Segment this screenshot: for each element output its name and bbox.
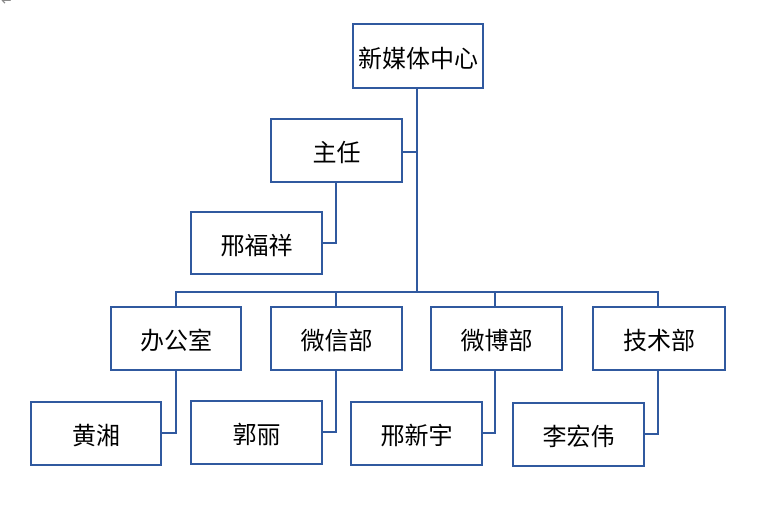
connector-trunk-vertical[interactable] [416, 89, 418, 293]
connector-drop-weibo[interactable] [494, 291, 496, 306]
connector-staff-weibo-horizontal[interactable] [483, 432, 496, 434]
connector-staff-office-horizontal[interactable] [162, 432, 176, 434]
org-node-dept-wechat[interactable]: 微信部 [270, 306, 403, 371]
connector-staff-tech-vertical[interactable] [657, 371, 659, 435]
connector-main-horizontal[interactable] [175, 291, 659, 293]
connector-director-staff-vertical[interactable] [335, 183, 337, 244]
org-node-dept-office[interactable]: 办公室 [110, 306, 242, 371]
org-node-staff-weibo[interactable]: 邢新宇 [350, 401, 483, 466]
connector-drop-tech[interactable] [657, 291, 659, 306]
org-node-root[interactable]: 新媒体中心 [352, 23, 484, 89]
connector-director-horizontal[interactable] [403, 151, 416, 153]
connector-staff-wechat-horizontal[interactable] [323, 431, 337, 433]
org-node-staff-office[interactable]: 黄湘 [30, 401, 162, 466]
org-node-director[interactable]: 主任 [270, 118, 403, 183]
org-node-dept-tech[interactable]: 技术部 [592, 306, 726, 371]
connector-drop-wechat[interactable] [335, 291, 337, 306]
connector-staff-weibo-vertical[interactable] [494, 371, 496, 434]
org-node-dept-weibo[interactable]: 微博部 [430, 306, 563, 371]
connector-staff-tech-horizontal[interactable] [645, 433, 658, 435]
connector-director-staff-horizontal[interactable] [323, 242, 337, 244]
paragraph-mark: ↵ [1, 0, 14, 9]
connector-staff-office-vertical[interactable] [175, 371, 177, 434]
connector-staff-wechat-vertical[interactable] [335, 371, 337, 433]
org-node-staff-tech[interactable]: 李宏伟 [512, 402, 645, 467]
org-node-director-staff[interactable]: 邢福祥 [190, 211, 323, 275]
org-node-staff-wechat[interactable]: 郭丽 [190, 400, 323, 465]
connector-drop-office[interactable] [175, 291, 177, 306]
